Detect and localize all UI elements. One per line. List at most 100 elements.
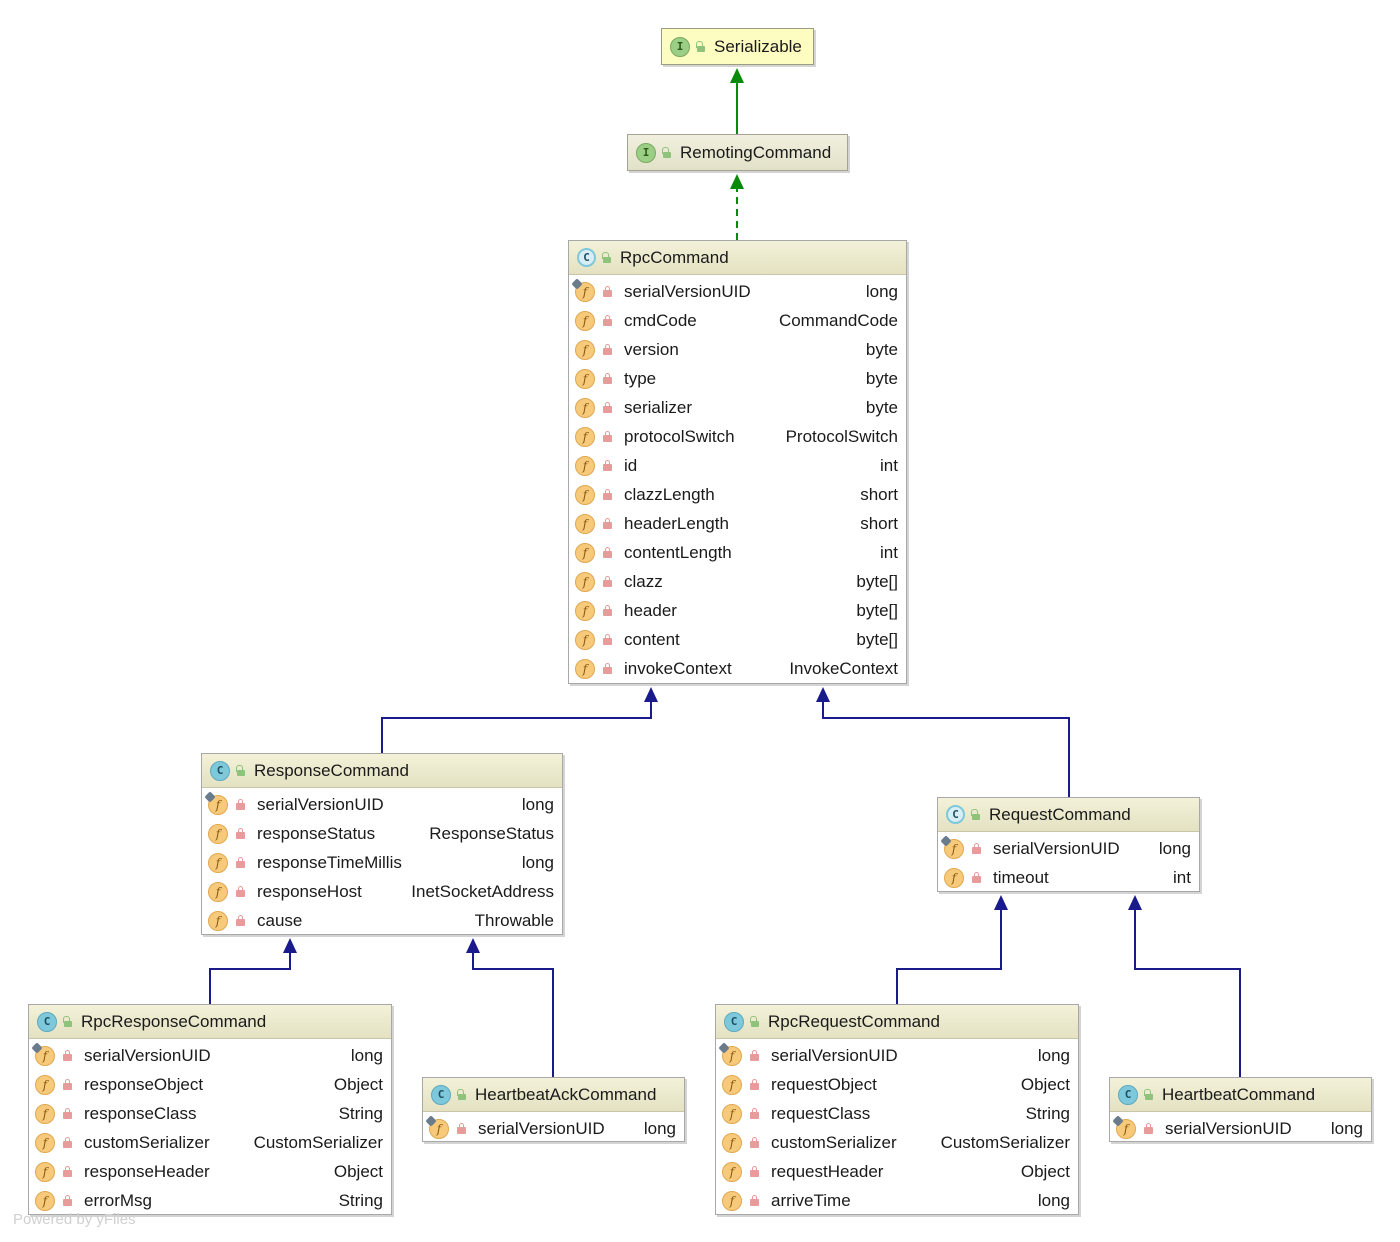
arrowhead-icon [730, 68, 744, 83]
field-row[interactable]: f serialVersionUID long [716, 1041, 1078, 1070]
node-header: C RequestCommand [938, 798, 1199, 832]
field-name: cmdCode [624, 310, 697, 330]
private-lock-icon [750, 1137, 759, 1148]
private-lock-icon [236, 828, 245, 839]
field-type: long [643, 1118, 676, 1138]
arrowhead-icon [730, 174, 744, 189]
class-node-remotingcommand[interactable]: I RemotingCommand [627, 134, 848, 171]
node-title: ResponseCommand [254, 760, 409, 780]
field-name: serialVersionUID [771, 1045, 898, 1065]
private-lock-icon [972, 872, 981, 883]
field-icon: f [575, 600, 595, 621]
class-icon: C [37, 1011, 57, 1032]
edge-rpcresponsecommand-to-responsecommand [209, 938, 297, 1004]
class-icon: C [431, 1084, 451, 1105]
field-name: requestClass [771, 1103, 871, 1123]
field-icon: f [575, 339, 595, 360]
field-type: InetSocketAddress [411, 881, 554, 901]
field-name: errorMsg [84, 1190, 153, 1210]
field-icon: f [575, 484, 595, 505]
public-visibility-icon [457, 1088, 467, 1101]
private-lock-icon [603, 344, 612, 355]
private-lock-icon [63, 1137, 72, 1148]
field-icon: f [575, 513, 595, 534]
field-name: serialVersionUID [478, 1118, 605, 1138]
abstract-class-icon: C [577, 248, 596, 267]
private-lock-icon [1144, 1123, 1153, 1134]
arrowhead-icon [644, 687, 658, 702]
private-lock-icon [63, 1050, 72, 1061]
field-type: byte [865, 368, 898, 388]
public-visibility-icon [63, 1015, 73, 1028]
private-lock-icon [603, 460, 612, 471]
field-name: serialVersionUID [1165, 1118, 1292, 1138]
field-icon: f [722, 1074, 742, 1095]
node-title: RpcResponseCommand [81, 1011, 267, 1031]
field-icon: f [35, 1161, 55, 1182]
private-lock-icon [603, 576, 612, 587]
field-type: ProtocolSwitch [785, 426, 898, 446]
field-type: long [1037, 1045, 1070, 1065]
edge-rpcrequestcommand-to-requestcommand [896, 895, 1008, 1004]
field-icon: f [575, 571, 595, 592]
public-visibility-icon [236, 764, 246, 777]
static-field-icon: f [722, 1045, 742, 1066]
class-node-serializable[interactable]: I Serializable [661, 28, 814, 65]
field-type: Object [333, 1074, 383, 1094]
powered-by-footer: Powered by yFiles [13, 1211, 136, 1228]
arrowhead-icon [1128, 895, 1142, 910]
public-visibility-icon [662, 146, 672, 159]
public-visibility-icon [750, 1015, 760, 1028]
field-icon: f [722, 1103, 742, 1124]
arrowhead-icon [816, 687, 830, 702]
private-lock-icon [63, 1166, 72, 1177]
field-name: responseHost [257, 881, 362, 901]
private-lock-icon [603, 286, 612, 297]
private-lock-icon [63, 1195, 72, 1206]
